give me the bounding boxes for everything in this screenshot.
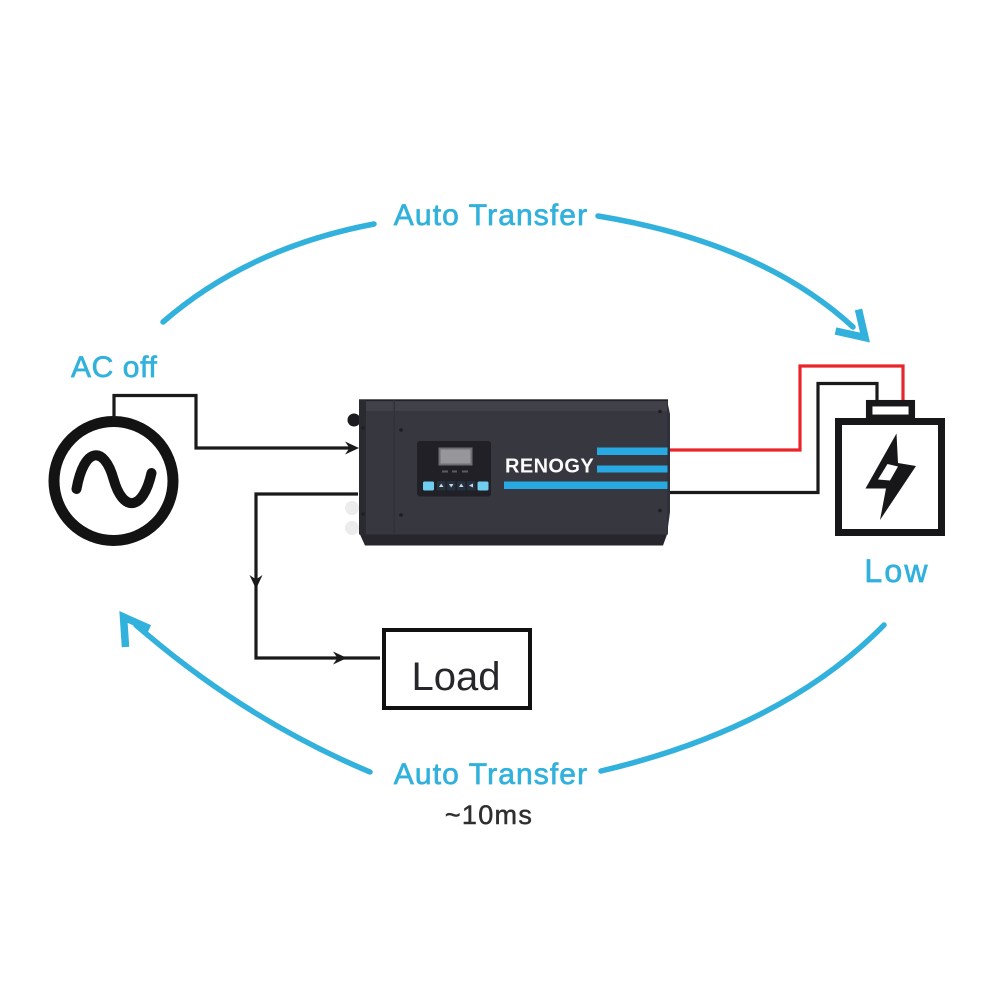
svg-text:Low: Low bbox=[864, 553, 929, 589]
svg-text:Auto Transfer: Auto Transfer bbox=[394, 199, 588, 232]
svg-text:RENOGY: RENOGY bbox=[505, 456, 594, 478]
svg-text:AC off: AC off bbox=[71, 351, 157, 384]
svg-text:Auto Transfer: Auto Transfer bbox=[394, 758, 588, 791]
svg-text:~10ms: ~10ms bbox=[445, 800, 533, 830]
svg-text:Load: Load bbox=[412, 655, 501, 699]
